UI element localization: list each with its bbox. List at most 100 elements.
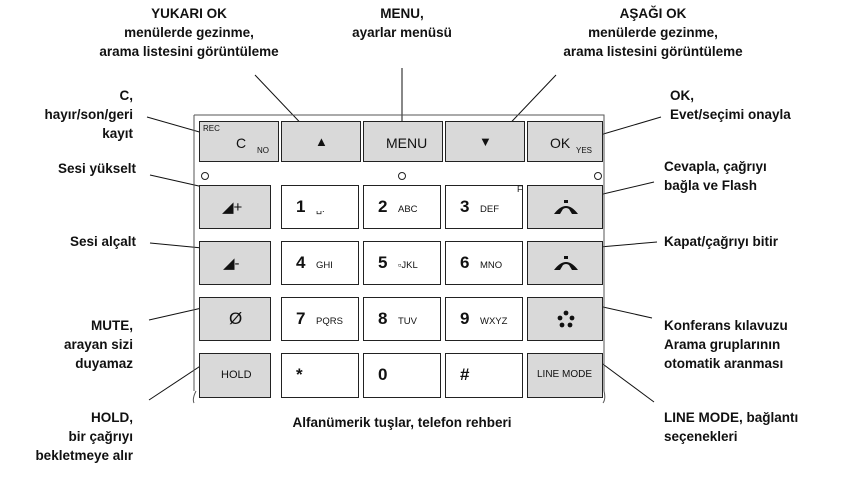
mute-icon: Ø [229, 309, 243, 328]
c-key[interactable]: REC C NO [199, 121, 279, 162]
digit-key[interactable]: 2 ABC [363, 185, 441, 229]
down-arrow-button[interactable]: ▼ [445, 121, 525, 162]
digit-number: 9 [460, 309, 470, 328]
callout-line: Alfanümerik tuşlar, telefon rehberi [292, 415, 512, 430]
digit-number: # [460, 365, 470, 384]
callout-line: Cevapla, çağrıyı [664, 159, 767, 174]
callout-line: bağla ve Flash [664, 178, 758, 193]
callout-line: arama listesini görüntüleme [99, 44, 279, 59]
callout-line: menülerde gezinme, [588, 25, 718, 40]
down-arrow-icon: ▼ [479, 134, 492, 149]
digit-key[interactable]: # [445, 353, 523, 398]
callout-line: bir çağrıyı [68, 429, 133, 444]
ok-button[interactable]: OK YES [527, 121, 603, 162]
callout-line: LINE MODE, bağlantı [664, 410, 799, 425]
digit-key[interactable]: * [281, 353, 359, 398]
callout-up-ok: YUKARI OK menülerde gezinme, arama liste… [99, 4, 278, 61]
callout-line: duyamaz [75, 356, 133, 371]
callout-line: Sesi yükselt [57, 161, 136, 176]
callout-hangup: Kapat/çağrıyı bitir [664, 232, 778, 251]
conference-icon [557, 310, 575, 328]
callout-answer: Cevapla, çağrıyı bağla ve Flash [664, 157, 767, 195]
callout-alphanumeric: Alfanümerik tuşlar, telefon rehberi [292, 413, 511, 432]
callout-conference: Konferans kılavuzu Arama gruplarının oto… [664, 316, 788, 373]
digit-key[interactable]: 1 ␣. [281, 185, 359, 229]
callout-ok-key: OK, Evet/seçimi onayla [670, 86, 791, 124]
digit-number: 1 [296, 197, 306, 216]
digit-letters: PQRS [316, 316, 343, 327]
callout-volume-down: Sesi alçalt [70, 232, 136, 251]
callout-line: HOLD, [91, 410, 133, 425]
callout-line: OK, [670, 88, 695, 103]
hold-label: HOLD [221, 369, 252, 381]
callout-line: Arama gruplarının [664, 337, 781, 352]
callout-line: hayır/son/geri [44, 107, 133, 122]
mute-button[interactable]: Ø [199, 297, 271, 341]
volume-down-button[interactable]: ◢- [199, 241, 271, 285]
callout-line: menülerde gezinme, [124, 25, 254, 40]
callout-line: Kapat/çağrıyı bitir [664, 234, 779, 249]
line-mode-label: LINE MODE [537, 369, 593, 380]
callout-line-mode: LINE MODE, bağlantı seçenekleri [664, 408, 798, 446]
callout-line: MUTE, [91, 318, 133, 333]
callout-hold: HOLD, bir çağrıyı bekletmeye alır [35, 408, 133, 465]
line-mode-button[interactable]: LINE MODE [527, 353, 603, 398]
digit-letters: ABC [398, 204, 418, 215]
menu-label: MENU [386, 135, 428, 151]
callout-line: AŞAĞI OK [619, 6, 687, 21]
callout-mute: MUTE, arayan sizi duyamaz [64, 316, 133, 373]
callout-line: bekletmeye alır [35, 448, 133, 463]
callout-down-ok: AŞAĞI OK menülerde gezinme, arama listes… [563, 4, 742, 61]
volume-up-icon: ◢+ [222, 199, 243, 216]
digit-letters: GHI [316, 260, 333, 271]
callout-line: seçenekleri [664, 429, 738, 444]
callout-line: ayarlar menüsü [352, 25, 452, 40]
digit-number: 7 [296, 309, 306, 328]
callout-menu: MENU, ayarlar menüsü [352, 4, 452, 42]
digit-key[interactable]: 7 PQRS [281, 297, 359, 341]
callout-line: Sesi alçalt [69, 234, 136, 249]
no-label: NO [257, 146, 269, 155]
ok-label: OK [550, 135, 571, 151]
digit-number: * [296, 365, 303, 384]
menu-button[interactable]: MENU [363, 121, 443, 162]
digit-number: 5 [378, 253, 388, 272]
digit-number: 0 [378, 365, 388, 384]
callout-line: kayıt [102, 126, 133, 141]
digit-letters: ␣. [316, 204, 325, 215]
digit-letters: ▫JKL [398, 260, 418, 271]
callout-c-key: C, hayır/son/geri kayıt [44, 86, 133, 143]
digit-key[interactable]: 5 ▫JKL [363, 241, 441, 285]
conference-button[interactable] [527, 297, 603, 341]
callout-line: otomatik aranması [664, 356, 784, 371]
callout-line: MENU, [380, 6, 424, 21]
flash-label: F [517, 184, 523, 194]
hold-button[interactable]: HOLD [199, 353, 271, 398]
digit-number: 4 [296, 253, 306, 272]
volume-up-button[interactable]: ◢+ [199, 185, 271, 229]
callout-line: Konferans kılavuzu [664, 318, 788, 333]
on-hook-icon [554, 256, 578, 270]
digit-letters: TUV [398, 316, 417, 327]
hangup-button[interactable] [527, 241, 603, 285]
digit-key[interactable]: 4 GHI [281, 241, 359, 285]
up-arrow-icon: ▲ [315, 134, 328, 149]
volume-down-icon: ◢- [223, 255, 240, 272]
digit-number: 6 [460, 253, 470, 272]
digit-key[interactable]: 0 [363, 353, 441, 398]
indicator-dot [201, 172, 209, 180]
callout-volume-up: Sesi yükselt [58, 159, 136, 178]
digit-number: 3 [460, 197, 470, 216]
digit-number: 2 [378, 197, 388, 216]
answer-button[interactable]: F [517, 184, 603, 229]
digit-key[interactable]: 9 WXYZ [445, 297, 523, 341]
rec-label: REC [203, 124, 220, 133]
indicator-dot [594, 172, 602, 180]
up-arrow-button[interactable]: ▲ [281, 121, 361, 162]
digit-letters: WXYZ [480, 316, 508, 327]
callout-line: Evet/seçimi onayla [670, 107, 791, 122]
